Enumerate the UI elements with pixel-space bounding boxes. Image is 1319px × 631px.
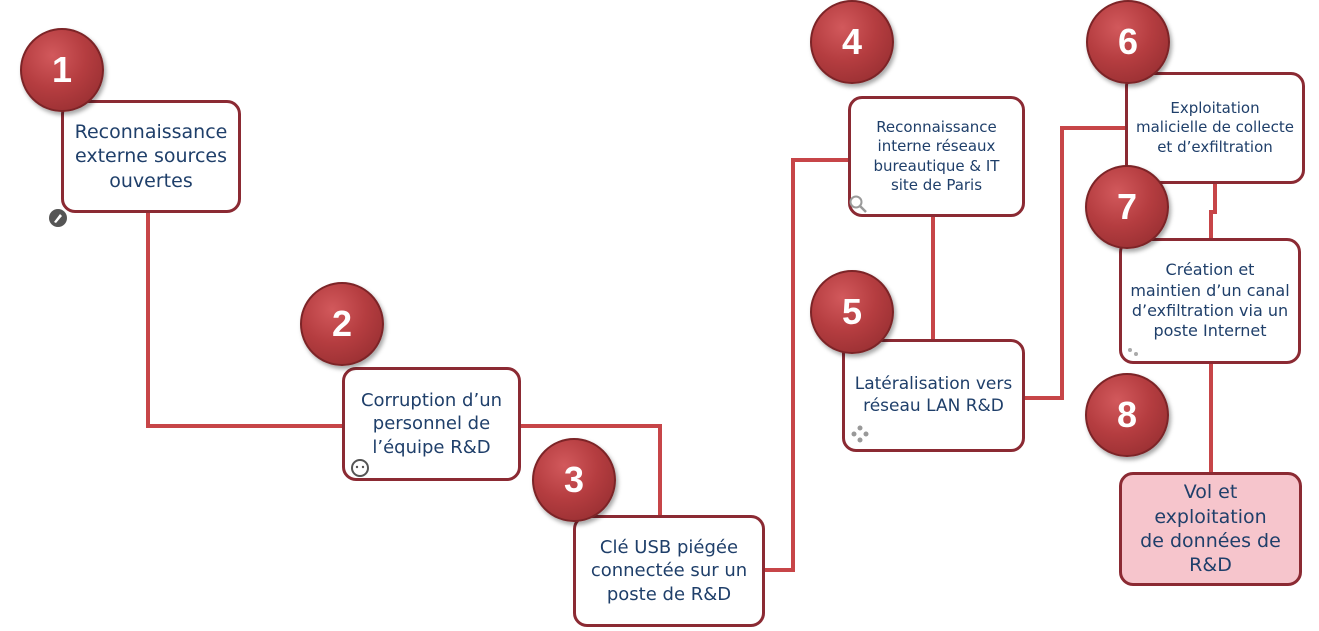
step-3-label: Clé USB piégée connectée sur un poste de… [590, 537, 748, 605]
person-icon [351, 459, 369, 477]
step-1-badge: 1 [20, 28, 104, 112]
step-2-badge: 2 [300, 282, 384, 366]
step-7-number: 7 [1116, 186, 1138, 227]
step-8-box: Vol et exploitation de données de R&D [1119, 472, 1302, 586]
network-icon [851, 425, 869, 443]
step-7-badge: 7 [1085, 165, 1169, 249]
step-4-label: Reconnaissance interne réseaux bureautiq… [873, 118, 1000, 194]
step-7-label: Création et maintien d’un canal d’exfilt… [1130, 260, 1290, 341]
step-2-number: 2 [331, 303, 353, 344]
magnifier-icon [849, 195, 867, 213]
step-8-badge: 8 [1085, 373, 1169, 457]
step-1-box: Reconnaissance externe sources ouvertes [61, 100, 241, 213]
dots-icon [1128, 348, 1138, 356]
step-5-box: Latéralisation vers réseau LAN R&D [842, 339, 1025, 452]
step-5-badge: 5 [810, 270, 894, 354]
step-1-number: 1 [51, 49, 73, 90]
step-6-number: 6 [1117, 21, 1139, 62]
step-6-badge: 6 [1086, 0, 1170, 84]
step-1-label: Reconnaissance externe sources ouvertes [74, 121, 228, 192]
step-6-label: Exploitation malicielle de collecte et d… [1136, 99, 1294, 156]
step-5-number: 5 [841, 291, 863, 332]
step-3-number: 3 [563, 459, 585, 500]
step-7-box: Création et maintien d’un canal d’exfilt… [1119, 238, 1301, 364]
step-8-number: 8 [1116, 394, 1138, 435]
step-3-badge: 3 [532, 438, 616, 522]
pen-icon [49, 209, 67, 227]
step-6-box: Exploitation malicielle de collecte et d… [1125, 72, 1305, 184]
step-5-label: Latéralisation vers réseau LAN R&D [854, 373, 1013, 416]
step-4-number: 4 [841, 21, 863, 62]
step-4-box: Reconnaissance interne réseaux bureautiq… [848, 96, 1025, 217]
step-8-label: Vol et exploitation de données de R&D [1140, 481, 1281, 577]
step-4-badge: 4 [810, 0, 894, 84]
step-3-box: Clé USB piégée connectée sur un poste de… [573, 515, 765, 627]
step-2-box: Corruption d’un personnel de l’équipe R&… [342, 367, 521, 481]
step-2-label: Corruption d’un personnel de l’équipe R&… [360, 390, 503, 458]
